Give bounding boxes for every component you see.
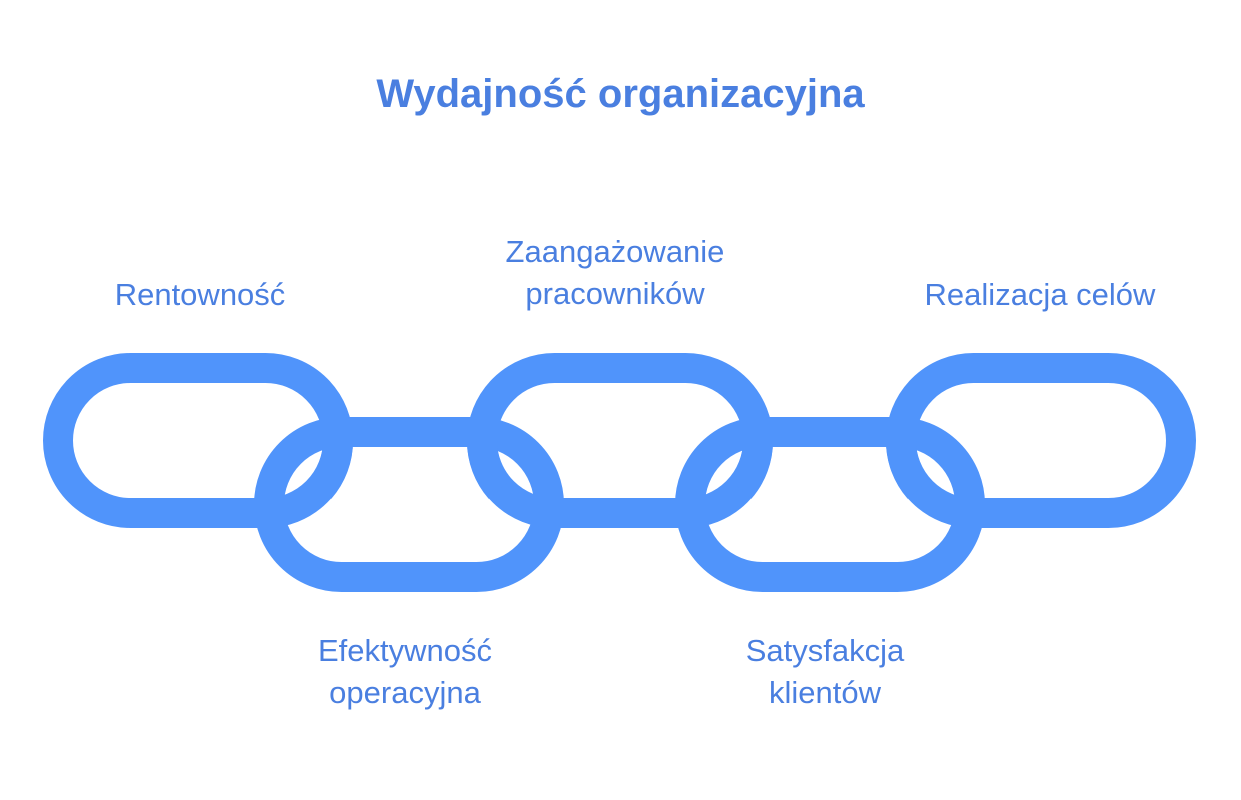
link-label-efektywnosc: Efektywność operacyjna xyxy=(317,633,492,710)
chain-overlap-3 xyxy=(728,440,773,499)
chain-overlap-4 xyxy=(886,440,931,499)
link-label-rentownosc: Rentowność xyxy=(114,277,286,312)
diagram-title: Wydajność organizacyjna xyxy=(376,72,865,116)
chain-overlap-2 xyxy=(467,440,512,499)
link-label-realizacja: Realizacja celów xyxy=(924,277,1156,312)
link-label-satysfakcja: Satysfakcja klientów xyxy=(745,633,905,710)
chain-overlap-1 xyxy=(308,440,353,499)
link-label-zaangazowanie: Zaangażowanie pracowników xyxy=(505,234,725,311)
